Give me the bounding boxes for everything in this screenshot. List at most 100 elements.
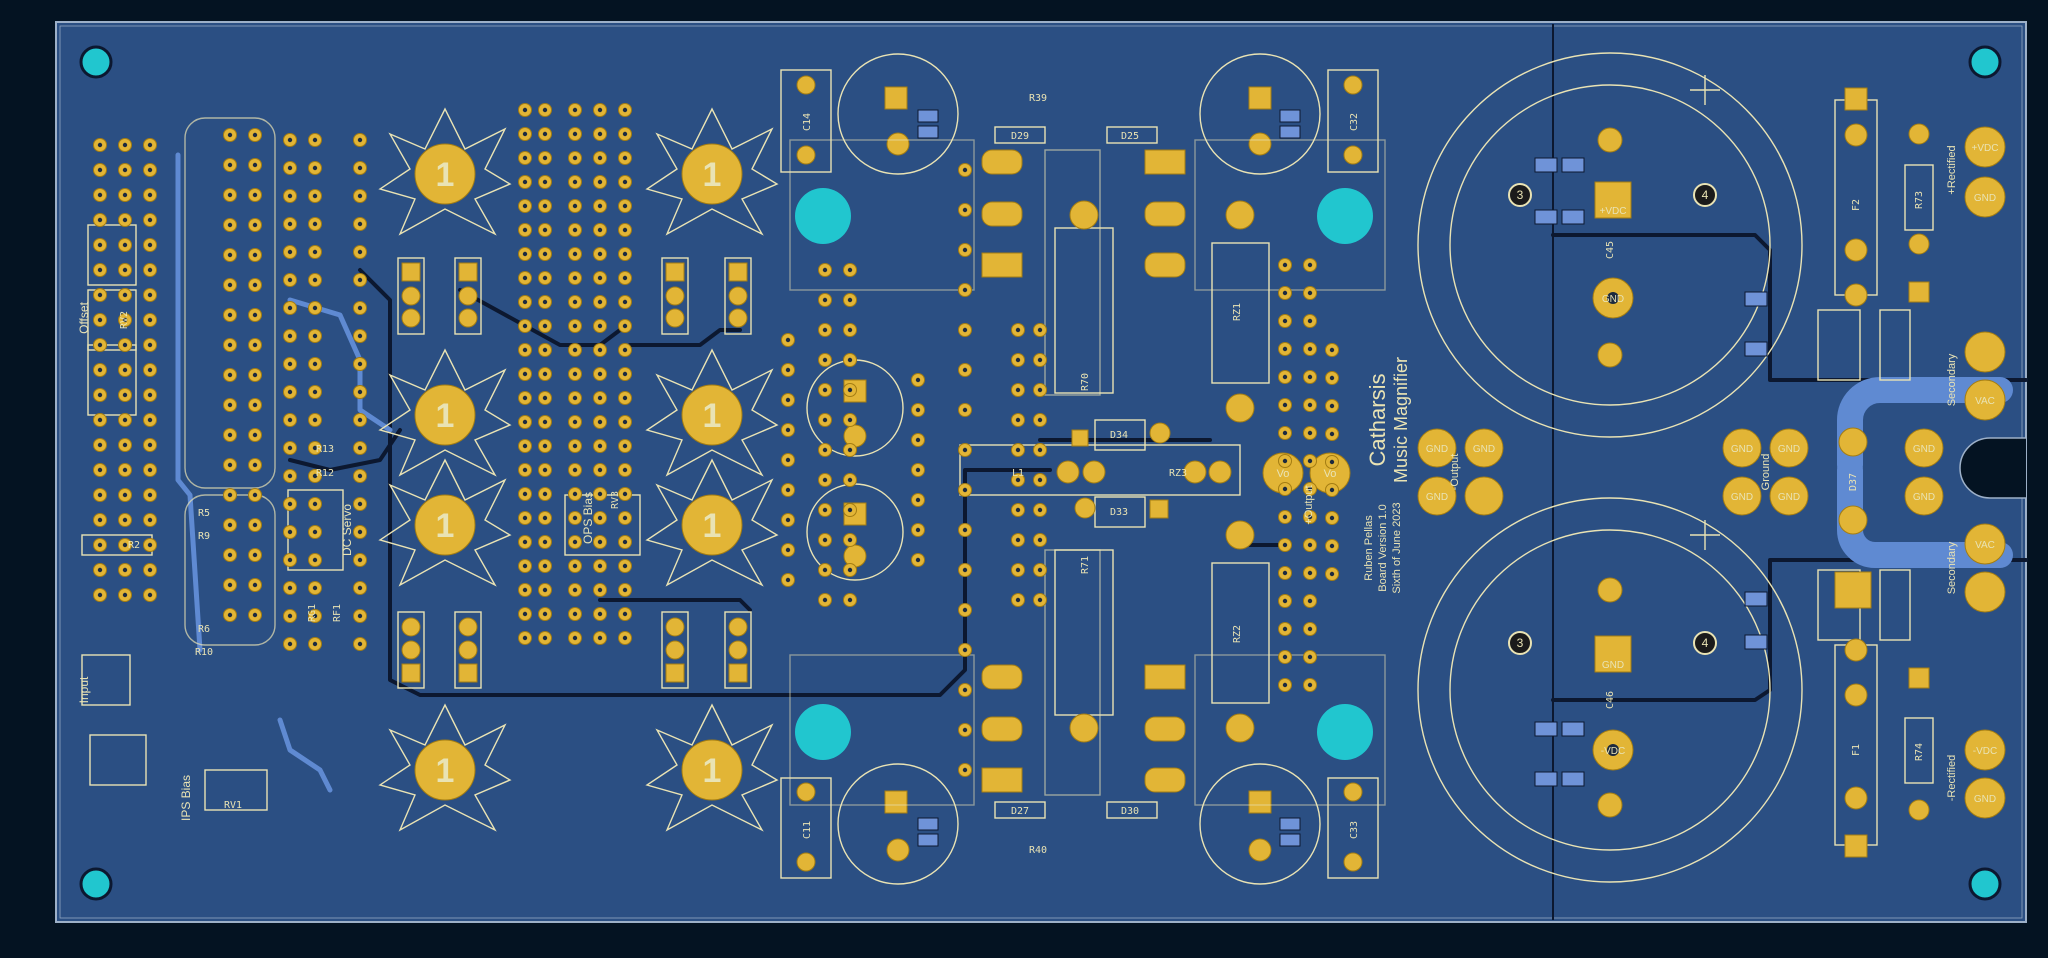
pad-drill [1015,387,1021,393]
pad-drill [1015,327,1021,333]
pad-drill [522,275,528,281]
pad-drill [542,227,548,233]
pad-drill [622,395,628,401]
vac-label: VAC [1975,396,1995,407]
plus-vdc-label: +VDC [1972,143,1999,154]
minus-vdc-label: -VDC [1601,746,1625,757]
pad-drill [822,447,828,453]
ref-r5: R5 [198,508,210,519]
pad-drill [597,371,603,377]
pad-drill [252,342,258,348]
pad-drill [572,347,578,353]
gnd-label: GND [1913,492,1935,503]
pad-drill [572,155,578,161]
ref-c11: C11 [802,821,813,839]
pad-drill [1037,327,1043,333]
pad-drill [597,155,603,161]
pad-drill [1307,346,1313,352]
pad-drill [252,162,258,168]
pad-drill [1037,477,1043,483]
pad-drill [1015,507,1021,513]
pad-drill [147,267,153,273]
pad-drill [1307,458,1313,464]
pad-drill [572,515,578,521]
pad-drill [522,155,528,161]
ref-rf1: RF1 [332,604,343,622]
pad-drill [1282,542,1288,548]
pad-drill [785,547,791,553]
pad-drill [312,193,318,199]
pad-drill [847,417,853,423]
output-capacitors [806,53,1321,885]
pad-drill [597,395,603,401]
pad-drill [147,292,153,298]
pad-drill [522,563,528,569]
pad-drill [822,327,828,333]
board-notch [1959,437,2026,499]
pad-drill [597,467,603,473]
pad-drill [122,267,128,273]
pad-drill [847,507,853,513]
pad-drill [847,387,853,393]
pad-drill [1037,357,1043,363]
pad-drill [572,395,578,401]
pad-drill [227,612,233,618]
pad-drill [962,527,968,533]
pad-drill [572,299,578,305]
ref-c33: C33 [1349,821,1360,839]
plus-output-label: +Output [1303,485,1315,524]
pad-drill [147,242,153,248]
gnd-label: GND [1974,193,1996,204]
pad-drill [962,247,968,253]
pad-drill [622,251,628,257]
pad-drill [572,539,578,545]
pad-drill [147,442,153,448]
pad-drill [287,277,293,283]
ref-r9: R9 [198,531,210,542]
pad-drill [147,217,153,223]
secondary-top-label: Secondary [1946,353,1958,406]
pad-drill [572,371,578,377]
pad-drill [572,131,578,137]
pad-drill [357,137,363,143]
pad-drill [357,277,363,283]
pad-drill [622,371,628,377]
ref-r2: R2 [128,540,140,551]
pad-drill [357,641,363,647]
pad-drill [572,419,578,425]
pad-drill [572,611,578,617]
pad-drill [572,275,578,281]
pad-drill [542,419,548,425]
pad-drill [1015,477,1021,483]
pad-drill [252,252,258,258]
pad-drill [122,442,128,448]
pad-drill [97,142,103,148]
pad-drill [1307,430,1313,436]
mosfet-mark: 1 [436,156,455,194]
pad-drill [97,267,103,273]
pad-drill [1037,507,1043,513]
pin-number: 3 [1517,636,1524,650]
pad-drill [522,371,528,377]
gnd-label: GND [1602,660,1624,671]
pad-drill [122,567,128,573]
mosfet-mark: 1 [703,507,722,545]
mounting-hole-icon [79,45,113,79]
pad-drill [97,467,103,473]
pad-drill [622,563,628,569]
pad-drill [785,337,791,343]
pad-drill [622,227,628,233]
mosfet-star-icon [645,107,779,236]
pad-drill [1329,515,1335,521]
pad-drill [1329,431,1335,437]
signal-diodes [994,126,1232,819]
board-title-block: Catharsis Music Magnifier Ruben Pellas B… [1363,357,1411,594]
pad-drill [1282,654,1288,660]
pad-drill [962,647,968,653]
pad-drill [227,192,233,198]
ref-f1: F1 [1851,744,1862,756]
pad-drill [122,417,128,423]
pad-drill [785,517,791,523]
mosfet-marks: 1 1 1 1 1 1 1 1 [436,156,722,790]
